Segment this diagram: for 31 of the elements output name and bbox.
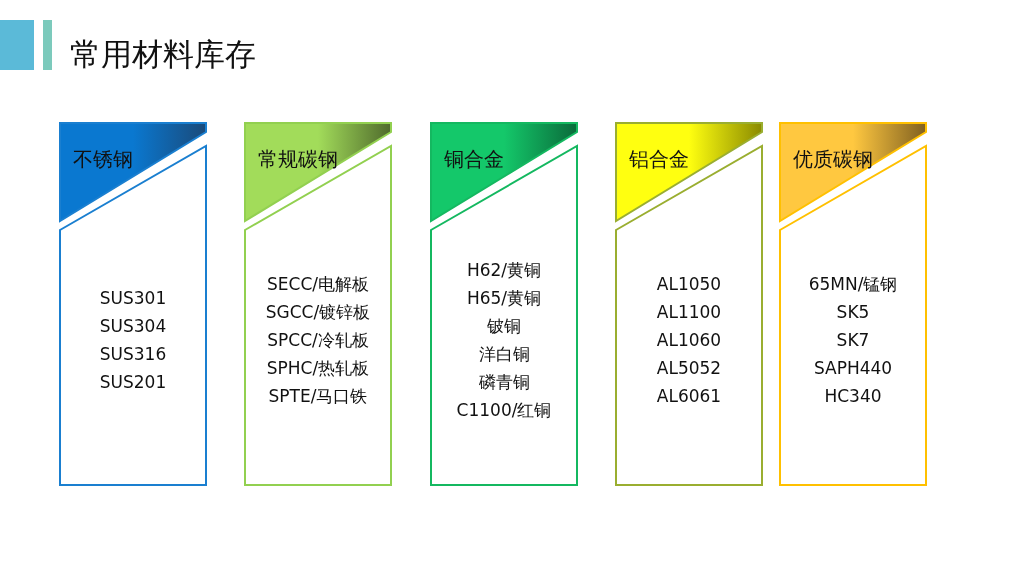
list-item: SPCC/冷轧板 <box>267 329 369 352</box>
list-item: 洋白铜 <box>478 343 530 366</box>
heading-text: 优质碳钢 <box>793 146 873 173</box>
list-item: HC340 <box>824 385 882 408</box>
list-item: SPHC/热轧板 <box>266 357 370 380</box>
list-item: AL1060 <box>656 329 722 352</box>
list-item: 铍铜 <box>487 315 521 338</box>
list-item: SAPH440 <box>813 357 893 380</box>
list-item: AL1100 <box>656 301 722 324</box>
list-item: H62/黄铜 <box>466 259 542 282</box>
heading-text: 铜合金 <box>444 146 504 173</box>
list-item: SUS201 <box>99 371 167 394</box>
list-item: AL6061 <box>656 385 722 408</box>
list-item: AL5052 <box>656 357 722 380</box>
list-item: 65MN/锰钢 <box>808 273 898 296</box>
list-item: SPTE/马口铁 <box>268 385 368 408</box>
list-item: SECC/电解板 <box>267 273 369 296</box>
list-item: AL1050 <box>656 273 722 296</box>
list-item: SGCC/镀锌板 <box>265 301 371 324</box>
list-item: 磷青铜 <box>478 371 530 394</box>
list-item: SK7 <box>836 329 870 352</box>
list-item: SUS301 <box>99 287 167 310</box>
list-item: SK5 <box>836 301 870 324</box>
heading-text: 铝合金 <box>629 146 689 173</box>
heading-text: 不锈钢 <box>73 146 133 173</box>
list-item: SUS304 <box>99 315 167 338</box>
title: 常用材料库存 <box>70 35 256 74</box>
list-item: H65/黄铜 <box>466 287 542 310</box>
heading-text: 常规碳钢 <box>258 146 338 173</box>
list-item: C1100/红铜 <box>456 399 552 422</box>
list-item: SUS316 <box>99 343 167 366</box>
